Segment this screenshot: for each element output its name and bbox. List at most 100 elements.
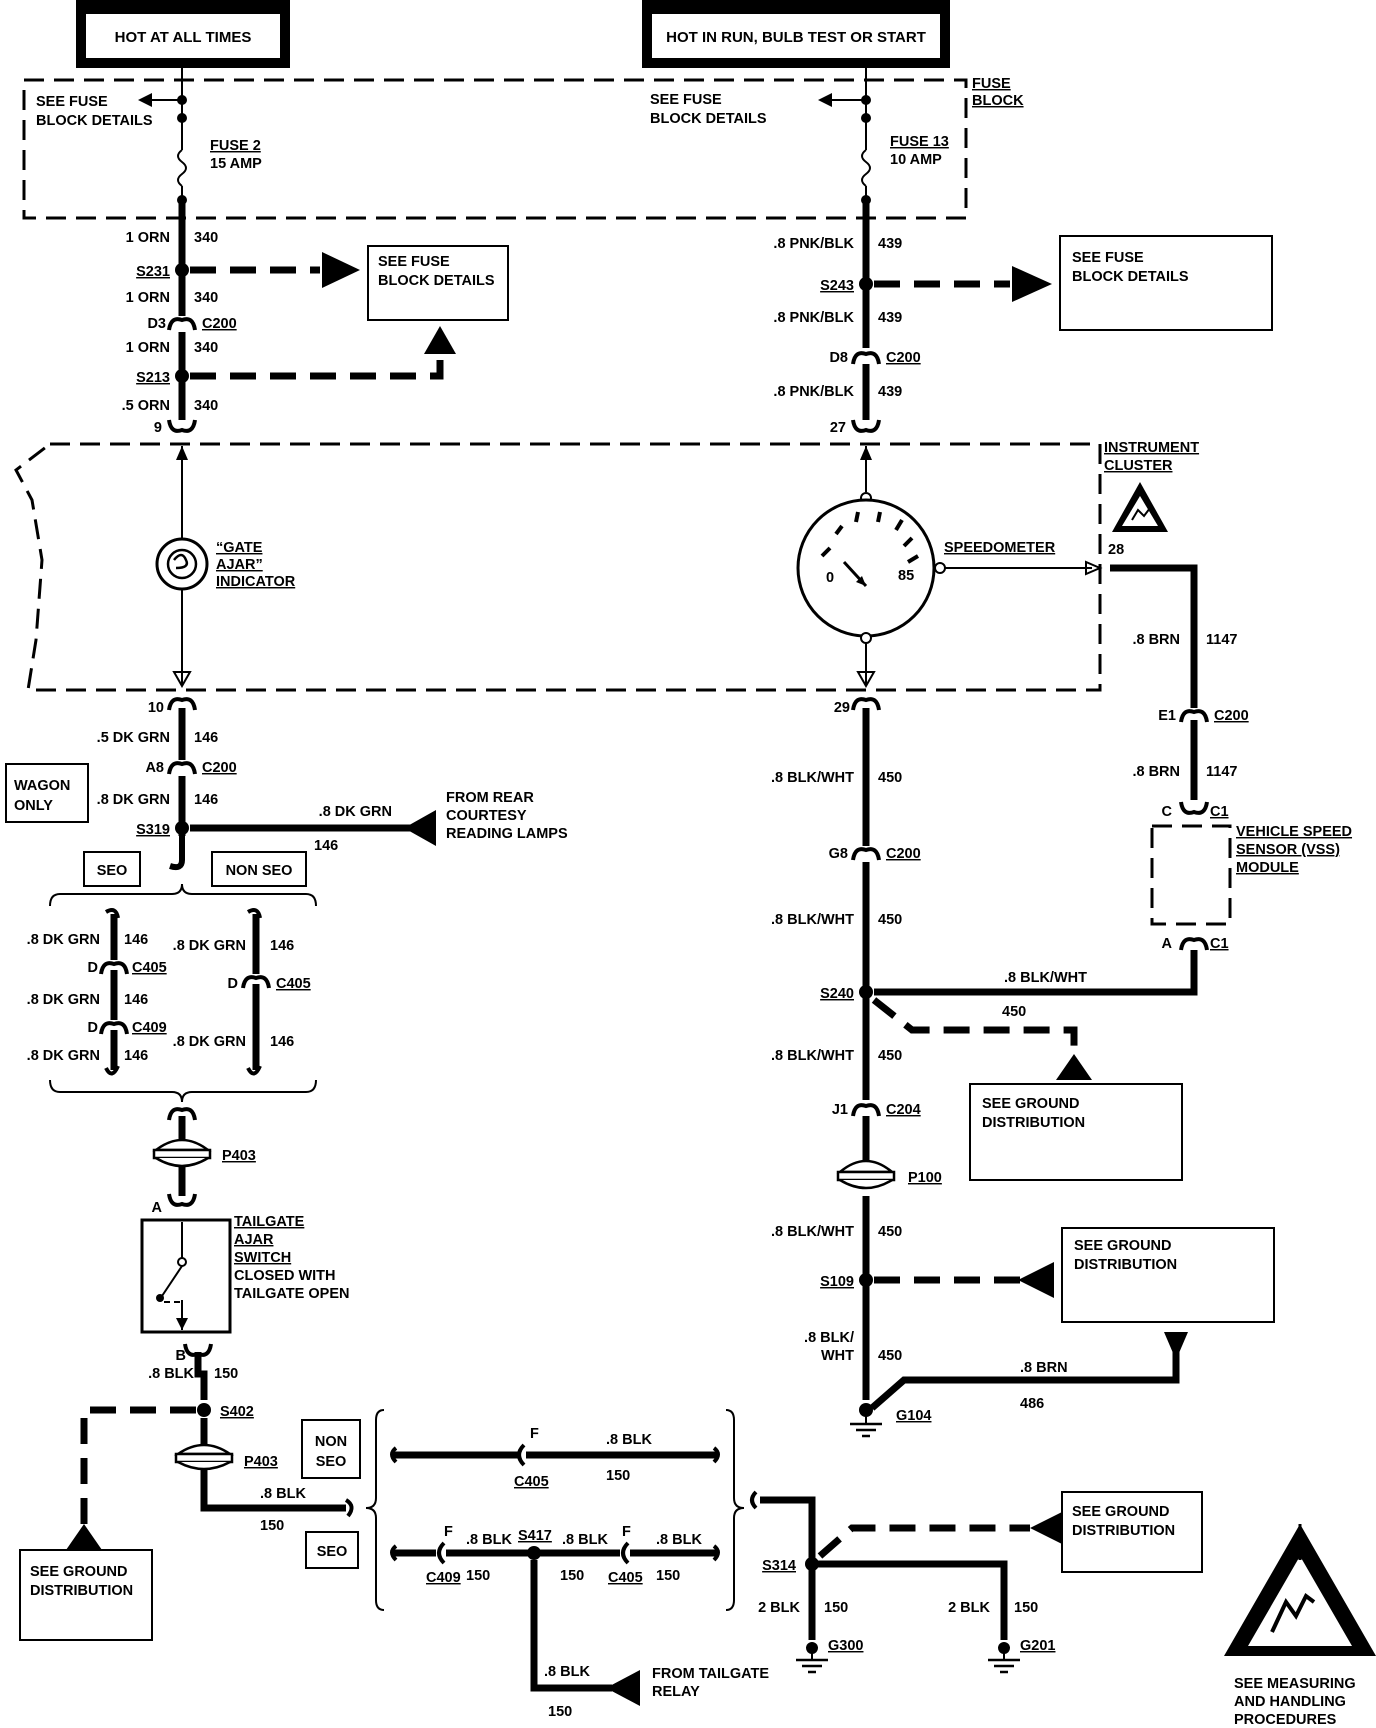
svg-text:SEE GROUND: SEE GROUND (1072, 1504, 1170, 1520)
svg-text:C204: C204 (886, 1102, 921, 1118)
svg-text:.8 DK GRN: .8 DK GRN (27, 1048, 100, 1064)
svg-text:COURTESY: COURTESY (446, 808, 527, 824)
splice-s243 (859, 277, 873, 291)
svg-text:S417: S417 (518, 1528, 552, 1544)
svg-text:150: 150 (548, 1704, 572, 1720)
svg-text:.8 BRN: .8 BRN (1132, 764, 1180, 780)
svg-text:C1: C1 (1210, 804, 1229, 820)
svg-text:146: 146 (124, 992, 148, 1008)
svg-text:439: 439 (878, 236, 902, 252)
left-w1-size: 1 ORN (126, 230, 170, 246)
svg-text:P403: P403 (222, 1148, 256, 1164)
gauge-min: 0 (826, 570, 834, 586)
esd-small-icon (1112, 482, 1168, 532)
svg-text:A8: A8 (145, 760, 164, 776)
gate-label-2: AJAR” (216, 557, 263, 573)
connector-vss-c1-a (1179, 937, 1209, 952)
header-right-label: HOT IN RUN, BULB TEST OR START (666, 29, 926, 46)
svg-text:SWITCH: SWITCH (234, 1250, 291, 1266)
svg-text:.8 BLK/WHT: .8 BLK/WHT (771, 1224, 854, 1240)
svg-text:.8 BLK/WHT: .8 BLK/WHT (771, 1048, 854, 1064)
svg-text:1147: 1147 (1206, 764, 1237, 780)
svg-text:DISTRIBUTION: DISTRIBUTION (1074, 1257, 1177, 1273)
connector-c200-d8 (851, 351, 881, 366)
fuse-2-amp: 15 AMP (210, 156, 262, 172)
gate-label-1: “GATE (216, 540, 263, 556)
fuse-2-name: FUSE 2 (210, 138, 261, 154)
svg-text:29: 29 (834, 700, 850, 716)
svg-text:TAILGATE OPEN: TAILGATE OPEN (234, 1286, 349, 1302)
svg-text:10: 10 (148, 700, 164, 716)
svg-text:.8 BLK: .8 BLK (656, 1532, 702, 1548)
ground-g300-symbol (796, 1642, 828, 1674)
left-pin9: 9 (154, 420, 162, 436)
svg-text:.8 BLK/WHT: .8 BLK/WHT (771, 912, 854, 928)
svg-text:G8: G8 (829, 846, 848, 862)
splice-s240 (859, 985, 873, 999)
svg-text:NON: NON (315, 1434, 347, 1450)
fuse-13-name: FUSE 13 (890, 134, 949, 150)
svg-text:S314: S314 (762, 1558, 796, 1574)
gauge-max: 85 (898, 568, 914, 584)
ref-box-ground-3: SEE GROUND DISTRIBUTION (19, 1549, 153, 1641)
gate-ajar-indicator-lamp (155, 537, 209, 591)
splice-s213-label: S213 (136, 370, 170, 386)
svg-text:D: D (228, 976, 238, 992)
svg-text:.8 DK GRN: .8 DK GRN (319, 804, 392, 820)
svg-text:C1: C1 (1210, 936, 1229, 952)
splice-s243-label: S243 (820, 278, 854, 294)
gate-label-3: INDICATOR (216, 574, 296, 590)
svg-text:450: 450 (878, 1048, 902, 1064)
splice-s417 (527, 1546, 541, 1560)
left-c200a: C200 (202, 316, 237, 332)
svg-text:E1: E1 (1158, 708, 1176, 724)
svg-text:CLOSED WITH: CLOSED WITH (234, 1268, 336, 1284)
esd-label-2: AND HANDLING (1234, 1694, 1346, 1710)
svg-text:WHT: WHT (821, 1348, 854, 1364)
svg-text:F: F (622, 1524, 631, 1540)
svg-text:150: 150 (260, 1518, 284, 1534)
svg-text:450: 450 (878, 912, 902, 928)
svg-text:C409: C409 (132, 1020, 167, 1036)
svg-text:439: 439 (878, 384, 902, 400)
seo-bottom-box: SEO (305, 1531, 359, 1569)
ref-box-fuse-right: SEE FUSE BLOCK DETAILS (1059, 235, 1273, 331)
splice-s402 (197, 1403, 211, 1417)
left-w4-num: 340 (194, 398, 218, 414)
svg-text:146: 146 (124, 1048, 148, 1064)
seo-option-box: SEO (83, 851, 141, 887)
svg-text:.8 BLK: .8 BLK (544, 1664, 590, 1680)
ref-box-ground-2: SEE GROUND DISTRIBUTION (1061, 1227, 1275, 1323)
fuse-block: FUSE BLOCK SEE FUSE BLOCK DETAILS FUSE 2… (22, 68, 1024, 220)
fuse-left-see-2: BLOCK DETAILS (36, 113, 153, 129)
svg-text:MODULE: MODULE (1236, 860, 1299, 876)
vss-module-box (1150, 824, 1232, 926)
svg-text:D: D (88, 1020, 98, 1036)
svg-text:B: B (176, 1348, 186, 1364)
svg-text:450: 450 (878, 1224, 902, 1240)
svg-text:150: 150 (214, 1366, 238, 1382)
svg-text:WAGON: WAGON (14, 778, 70, 794)
svg-text:AJAR: AJAR (234, 1232, 274, 1248)
svg-text:.8 BRN: .8 BRN (1132, 632, 1180, 648)
svg-text:439: 439 (878, 310, 902, 326)
svg-text:.8 PNK/BLK: .8 PNK/BLK (773, 384, 854, 400)
svg-text:DISTRIBUTION: DISTRIBUTION (1072, 1523, 1175, 1539)
svg-text:.8 DK GRN: .8 DK GRN (27, 992, 100, 1008)
connector-c200-g8 (851, 847, 881, 862)
left-w4-size: .5 ORN (122, 398, 170, 414)
svg-text:.8 DK GRN: .8 DK GRN (173, 1034, 246, 1050)
splice-s213 (175, 369, 189, 383)
svg-text:.8 DK GRN: .8 DK GRN (173, 938, 246, 954)
svg-text:C200: C200 (1214, 708, 1249, 724)
svg-text:F: F (444, 1524, 453, 1540)
svg-text:.8 BLK/WHT: .8 BLK/WHT (771, 770, 854, 786)
svg-text:READING LAMPS: READING LAMPS (446, 826, 568, 842)
connector-c200-d3 (167, 317, 197, 332)
svg-text:VEHICLE SPEED: VEHICLE SPEED (1236, 824, 1352, 840)
svg-text:C405: C405 (608, 1570, 643, 1586)
header-hot-at-all-times: HOT AT ALL TIMES (76, 0, 290, 68)
svg-text:150: 150 (1014, 1600, 1038, 1616)
svg-text:RELAY: RELAY (652, 1684, 700, 1700)
